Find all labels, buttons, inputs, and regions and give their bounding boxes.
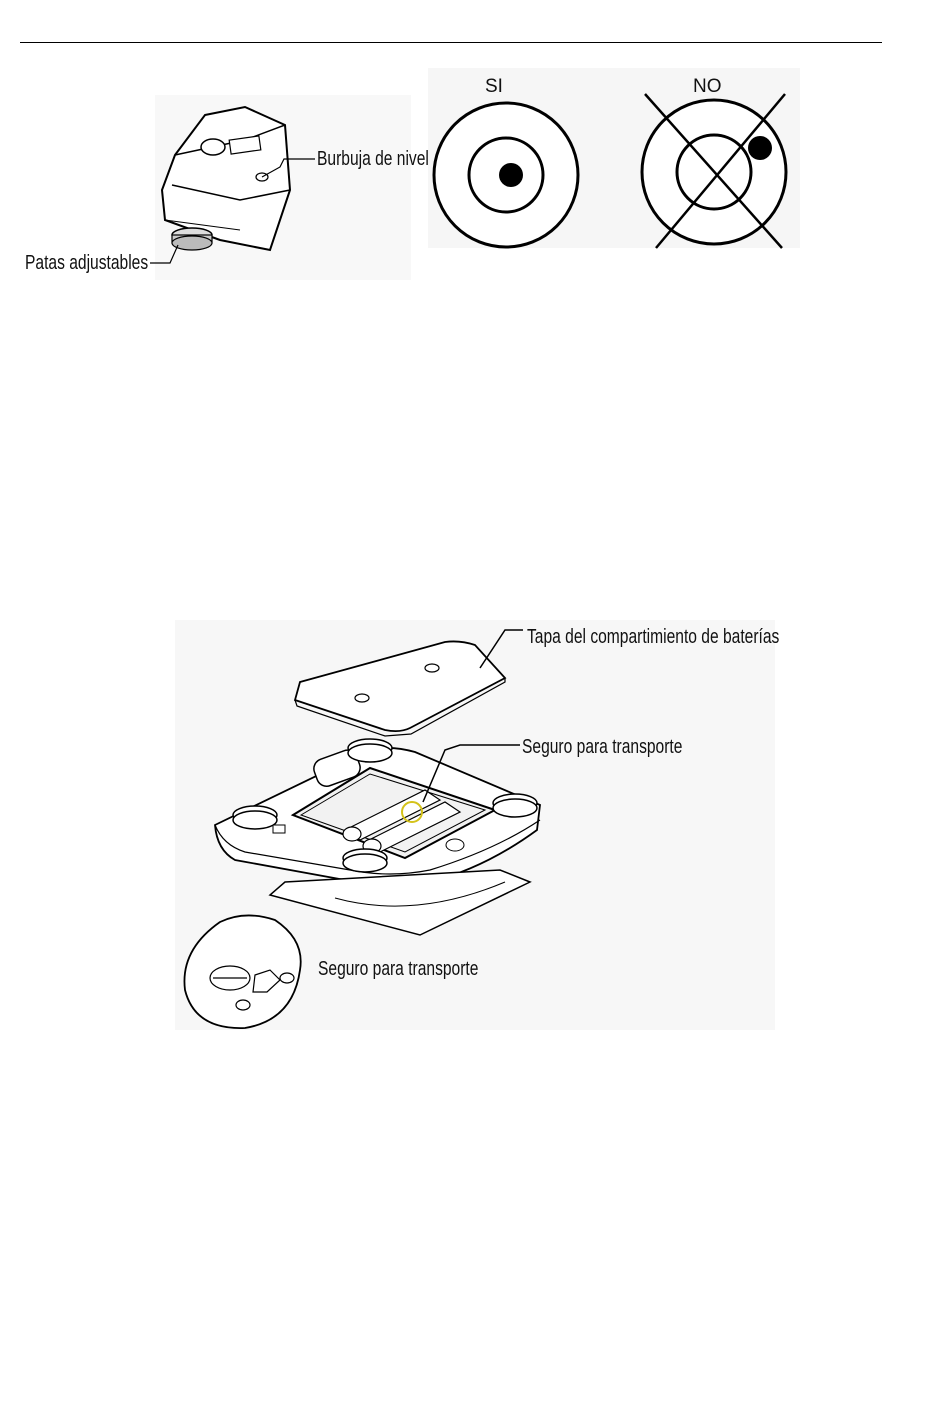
no-label: NO	[693, 76, 722, 98]
battery-cover-label: Tapa del compartimiento de baterías	[527, 626, 779, 649]
header-rule	[20, 42, 882, 43]
level-bubble-label: Burbuja de nivel	[317, 148, 429, 171]
scale-illustration	[150, 95, 420, 285]
bubble-correct-diagram	[430, 100, 582, 250]
transport-lock-label: Seguro para transporte	[522, 736, 682, 759]
adjustable-feet-label: Patas adjustables	[25, 252, 148, 275]
yes-label: SI	[485, 76, 503, 98]
transport-lock-detail-label: Seguro para transporte	[318, 958, 478, 981]
bubble-incorrect-diagram	[640, 92, 790, 250]
